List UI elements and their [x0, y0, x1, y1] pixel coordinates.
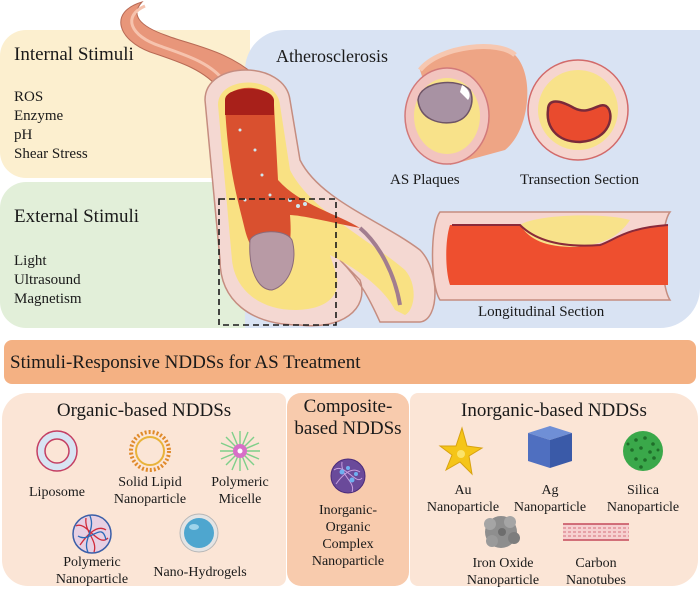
external-stimuli-title: External Stimuli	[14, 206, 140, 227]
stimulus-item: ROS	[14, 89, 44, 105]
nano-hydrogel-icon	[179, 513, 219, 553]
treatment-banner	[4, 340, 696, 384]
solid-lipid-label-2: Nanoparticle	[113, 492, 187, 507]
stimulus-item: Shear Stress	[14, 146, 88, 162]
composite-title-line2: based NDDSs	[294, 418, 402, 439]
polymeric-micelle-icon	[220, 431, 260, 471]
au-nanoparticle-icon	[438, 426, 484, 476]
carbon-nanotubes-label-1: Carbon	[575, 556, 617, 571]
complex-label-line: Nanoparticle	[311, 554, 385, 569]
caption-longitudinal: Longitudinal Section	[478, 304, 605, 320]
caption-as-plaques: AS Plaques	[390, 172, 460, 188]
stimulus-item: pH	[14, 127, 33, 143]
iron-oxide-label-2: Nanoparticle	[466, 573, 540, 588]
composite-title: Composite- based NDDSs	[287, 396, 409, 440]
solid-lipid-nanoparticle-icon	[129, 430, 171, 472]
external-stimuli-list: Light Ultrasound Magnetism	[14, 252, 82, 309]
atherosclerosis-title: Atherosclerosis	[276, 46, 388, 66]
as-plaques-illustration	[404, 44, 528, 165]
iron-oxide-label-1: Iron Oxide	[472, 556, 534, 571]
ag-label-1: Ag	[541, 483, 559, 498]
carbon-nanotube-icon	[563, 523, 629, 541]
blood-lumen	[225, 87, 360, 265]
inorganic-nddss-panel	[410, 393, 698, 586]
stimulus-item: Magnetism	[14, 291, 82, 307]
polymeric-micelle-label-1: Polymeric	[211, 475, 269, 490]
carbon-nanotubes-label-2: Nanotubes	[566, 573, 626, 588]
silica-nanoparticle-icon	[623, 431, 663, 471]
complex-label-line: Organic	[325, 520, 371, 535]
nano-hydrogels-label: Nano-Hydrogels	[153, 565, 247, 580]
liposome-icon	[36, 430, 78, 472]
liposome-label: Liposome	[29, 485, 85, 500]
caption-transection: Transection Section	[520, 172, 640, 188]
complex-label-line: Complex	[322, 537, 374, 552]
artery-illustration	[120, 1, 672, 327]
organic-nddss-panel	[2, 393, 286, 586]
polymeric-nanoparticle-label-2: Nanoparticle	[55, 572, 129, 587]
complex-label-line: Inorganic-	[318, 503, 378, 518]
polymeric-micelle-label-2: Micelle	[218, 492, 262, 507]
ag-nanoparticle-icon	[528, 426, 572, 468]
silica-label-2: Nanoparticle	[606, 500, 680, 515]
stimulus-item: Enzyme	[14, 108, 64, 124]
au-label-2: Nanoparticle	[426, 500, 500, 515]
plaque-core	[249, 231, 295, 291]
treatment-banner-title: Stimuli-Responsive NDDSs for AS Treatmen…	[10, 352, 361, 373]
iron-oxide-nanoparticle-icon	[484, 516, 520, 548]
inorganic-title: Inorganic-based NDDSs	[461, 400, 647, 421]
polymeric-nanoparticle-icon	[72, 514, 112, 554]
transection-illustration	[527, 59, 629, 161]
au-label-1: Au	[454, 483, 472, 498]
stimulus-item: Ultrasound	[14, 272, 81, 288]
stimulus-item: Light	[14, 253, 47, 269]
silica-label-1: Silica	[627, 483, 659, 498]
internal-stimuli-list: ROS Enzyme pH Shear Stress	[14, 88, 88, 164]
complex-nanoparticle-label: Inorganic- Organic Complex Nanoparticle	[287, 502, 409, 570]
internal-stimuli-title: Internal Stimuli	[14, 44, 134, 65]
longitudinal-illustration	[431, 211, 672, 301]
external-stimuli-panel	[0, 182, 250, 328]
solid-lipid-label-1: Solid Lipid	[118, 475, 182, 490]
organic-title: Organic-based NDDSs	[56, 400, 232, 421]
composite-title-line1: Composite-	[303, 396, 393, 417]
polymeric-nanoparticle-label-1: Polymeric	[63, 555, 121, 570]
zoom-region-box	[218, 198, 337, 326]
ag-label-2: Nanoparticle	[513, 500, 587, 515]
